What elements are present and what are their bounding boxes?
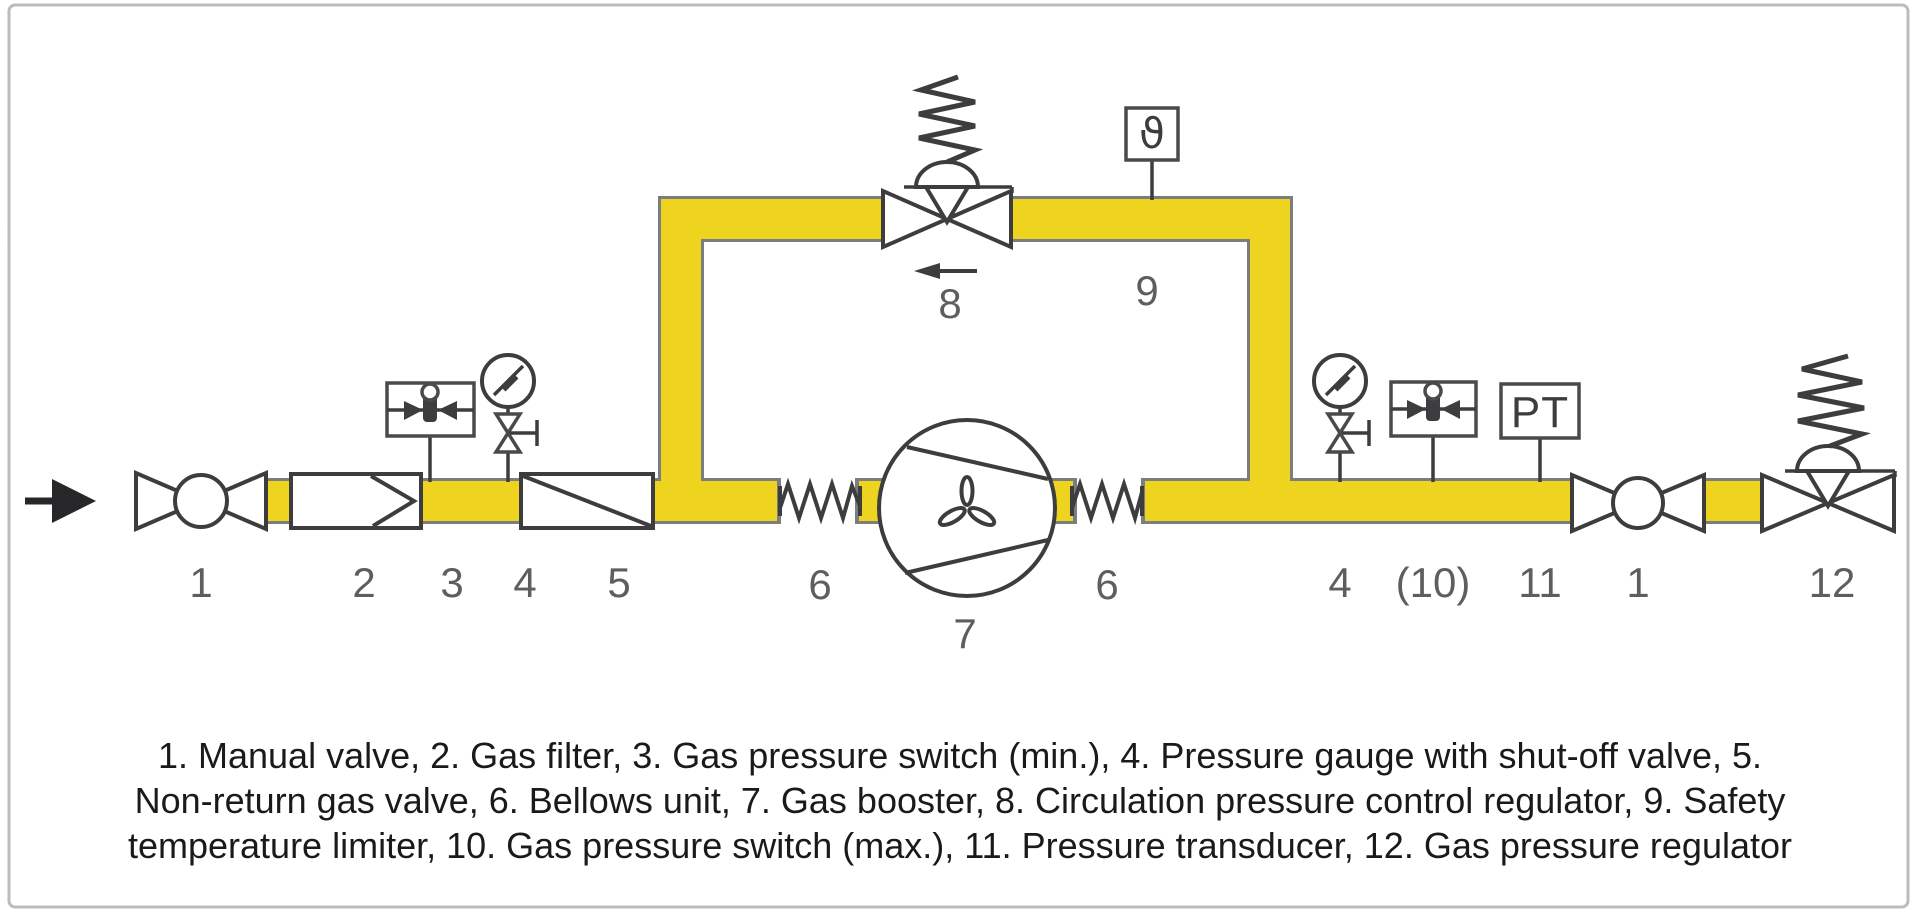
pipe-network [264, 196, 1768, 524]
label-4-right: 4 [1328, 559, 1351, 606]
label-2: 2 [352, 559, 375, 606]
spring-icon [911, 74, 984, 165]
label-1-left: 1 [189, 559, 212, 606]
label-9: 9 [1135, 267, 1158, 314]
label-8: 8 [938, 280, 961, 327]
pressure-switch-min: 3 [385, 381, 476, 606]
manual-valve-left: 1 [134, 469, 268, 606]
bellows-right: 6 [1070, 477, 1144, 608]
caption-line-3: temperature limiter, 10. Gas pressure sw… [128, 825, 1792, 866]
gas-booster: 7 [877, 418, 1057, 657]
spring-icon [1797, 353, 1872, 449]
flow-direction-arrow [914, 263, 977, 279]
label-11: 11 [1518, 559, 1562, 606]
label-12: 12 [1809, 559, 1856, 606]
theta-icon: ϑ [1139, 109, 1165, 158]
pt-tag: PT [1511, 388, 1569, 437]
caption-line-2: Non-return gas valve, 6. Bellows unit, 7… [135, 780, 1786, 821]
pressure-transducer: PT 11 [1499, 382, 1581, 606]
label-10: (10) [1396, 559, 1471, 606]
pressure-switch-max: (10) [1389, 380, 1478, 606]
label-1-right: 1 [1626, 559, 1649, 606]
manual-valve-right: 1 [1570, 471, 1706, 606]
pressure-gauge-right: 4 [1312, 353, 1371, 606]
label-5: 5 [607, 559, 630, 606]
label-6-right: 6 [1095, 561, 1118, 608]
legend-caption: 1. Manual valve, 2. Gas filter, 3. Gas p… [128, 735, 1792, 866]
caption-line-1: 1. Manual valve, 2. Gas filter, 3. Gas p… [158, 735, 1762, 776]
label-7: 7 [953, 610, 976, 657]
non-return-valve: 5 [519, 472, 655, 606]
bellows-left: 6 [778, 477, 862, 608]
label-3: 3 [440, 559, 463, 606]
fan-icon [937, 475, 997, 527]
gas-filter: 2 [289, 472, 423, 606]
label-4-left: 4 [513, 559, 536, 606]
pressure-gauge-left: 4 [480, 353, 539, 606]
gas-pressure-regulator: 12 [1760, 353, 1897, 606]
temperature-limiter: ϑ 9 [1124, 106, 1180, 314]
inlet-flow-arrow [25, 479, 96, 523]
circulation-pressure-regulator: 8 [881, 74, 1014, 327]
label-6-left: 6 [808, 561, 831, 608]
